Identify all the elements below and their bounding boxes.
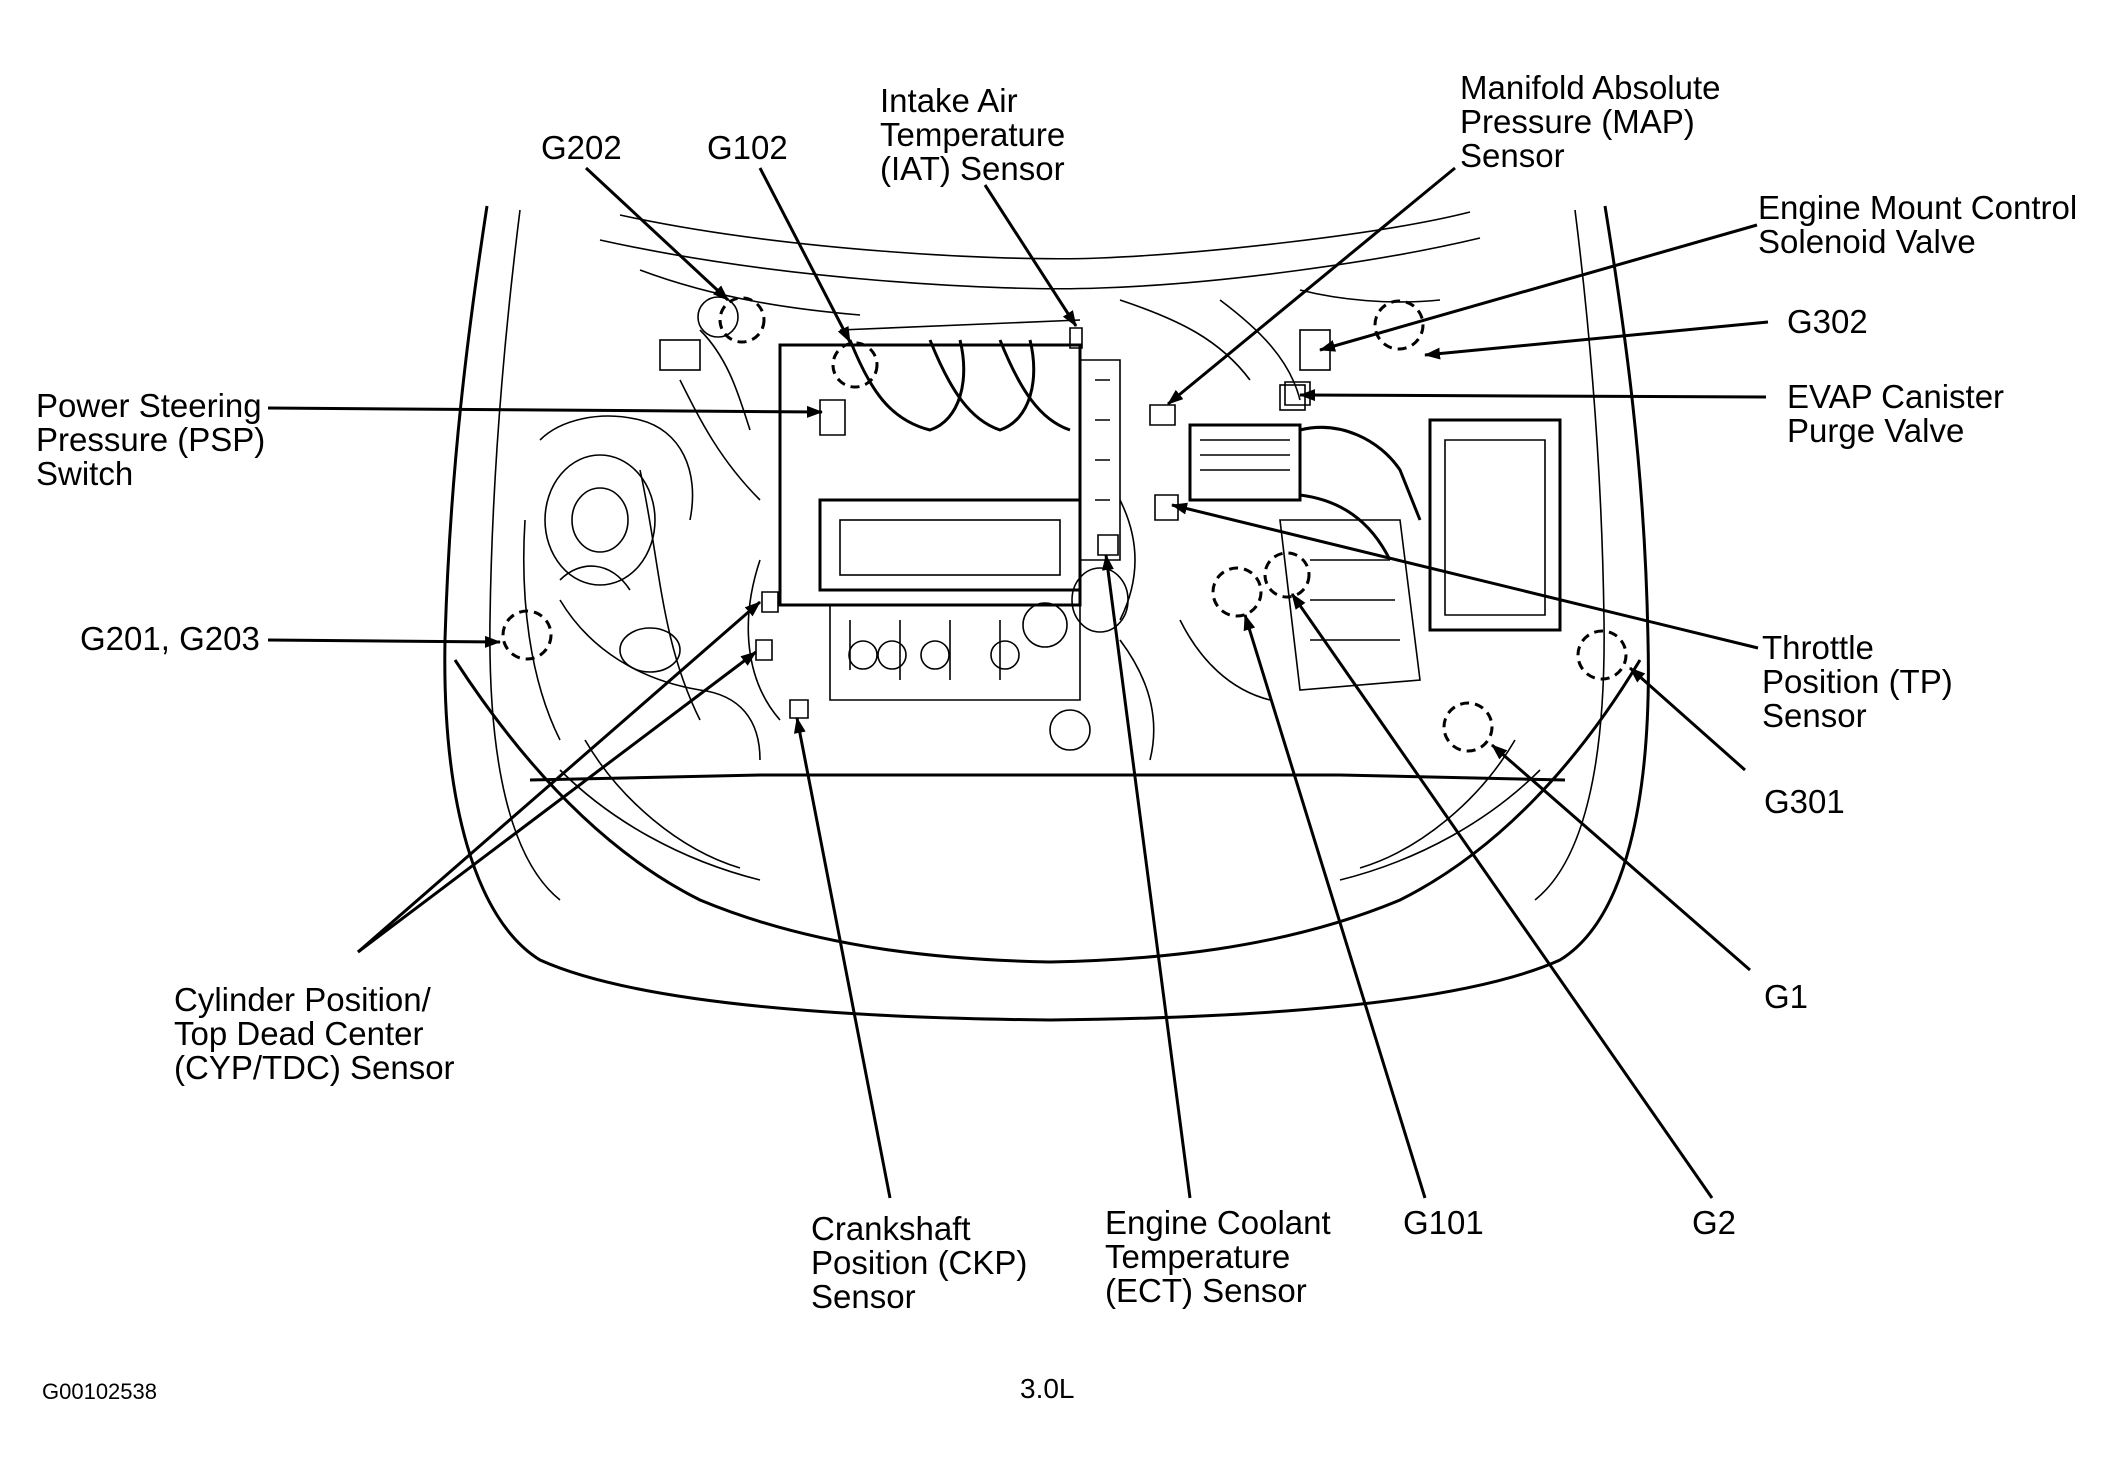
g1-circle xyxy=(1442,701,1494,753)
label-ckp-sensor: Crankshaft Position (CKP) Sensor xyxy=(811,1210,1028,1315)
leader-tp xyxy=(1171,502,1759,650)
label-g2: G2 xyxy=(1692,1204,1737,1241)
label-g102: G102 xyxy=(707,129,788,166)
figure-id: G00102538 xyxy=(42,1379,157,1404)
g202-circle xyxy=(718,296,766,344)
ckp-sensor-shape xyxy=(789,699,809,719)
label-g302: G302 xyxy=(1787,303,1868,340)
leader-ect xyxy=(1101,554,1192,1199)
g201-g203-circle xyxy=(501,609,553,661)
label-cyp-tdc-sensor: Cylinder Position/ Top Dead Center (CYP/… xyxy=(174,981,455,1086)
label-g1: G1 xyxy=(1764,978,1809,1015)
label-engine-mount-valve: Engine Mount Control Solenoid Valve xyxy=(1758,189,2078,260)
leader-g301 xyxy=(1629,666,1746,772)
leader-ckp xyxy=(793,717,892,1199)
psp-switch-shape xyxy=(819,399,846,436)
leader-g1 xyxy=(1491,743,1751,972)
left-components xyxy=(523,296,761,761)
leader-evap xyxy=(1299,389,1767,402)
label-g101: G101 xyxy=(1403,1204,1484,1241)
label-evap-purge-valve: EVAP Canister Purge Valve xyxy=(1787,378,2005,449)
leader-g101 xyxy=(1243,614,1427,1199)
g301-circle xyxy=(1576,629,1628,681)
leader-psp xyxy=(267,405,823,418)
leader-g2 xyxy=(1290,593,1714,1199)
leader-cyp-2 xyxy=(357,650,757,954)
cyp-sensor-shape xyxy=(761,591,779,613)
leader-map xyxy=(1167,166,1456,406)
leader-engine-mount xyxy=(1319,223,1758,352)
tp-sensor-shape xyxy=(1154,494,1179,521)
g2-circle xyxy=(1263,551,1311,599)
leader-lines xyxy=(267,166,1769,1199)
leader-g201-g203 xyxy=(267,635,501,648)
sensor-parts xyxy=(755,327,1311,719)
label-map-sensor: Manifold Absolute Pressure (MAP) Sensor xyxy=(1460,69,1721,174)
label-tp-sensor: Throttle Position (TP) Sensor xyxy=(1762,629,1953,734)
label-psp-switch: Power Steering Pressure (PSP) Switch xyxy=(36,387,266,492)
vehicle-body-outline xyxy=(443,205,1650,1022)
label-ect-sensor: Engine Coolant Temperature (ECT) Sensor xyxy=(1105,1204,1331,1309)
leader-iat xyxy=(983,184,1078,327)
g302-circle xyxy=(1373,299,1425,351)
ground-locator-circles xyxy=(501,296,1628,753)
engine-size-label: 3.0L xyxy=(1020,1373,1075,1404)
iat-sensor-shape xyxy=(1069,327,1083,349)
label-g201-g203: G201, G203 xyxy=(80,620,260,657)
ect-sensor-shape xyxy=(1097,534,1119,556)
g102-circle xyxy=(831,341,879,389)
cyp-sensor-shape-2 xyxy=(755,639,773,661)
leader-cyp-1 xyxy=(357,600,761,954)
leader-g102 xyxy=(758,167,852,343)
label-g301: G301 xyxy=(1764,783,1845,820)
leader-g302 xyxy=(1424,320,1769,360)
firewall-cowl xyxy=(599,211,1481,316)
map-sensor-shape xyxy=(1149,404,1176,426)
g101-circle xyxy=(1211,566,1263,618)
label-iat-sensor: Intake Air Temperature (IAT) Sensor xyxy=(880,82,1066,187)
evap-valve-shape xyxy=(1284,381,1311,406)
label-g202: G202 xyxy=(541,129,622,166)
leader-g202 xyxy=(584,166,730,302)
right-components xyxy=(1119,299,1562,701)
engine-block xyxy=(747,319,1155,761)
